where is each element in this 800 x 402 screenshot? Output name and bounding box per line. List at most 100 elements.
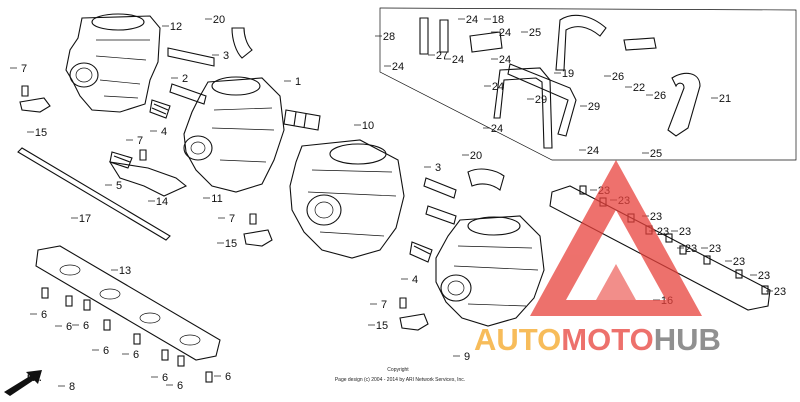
callout-c10: 10 bbox=[362, 120, 374, 132]
front-label: FR. bbox=[27, 373, 42, 383]
intake-plate-13 bbox=[35, 245, 221, 361]
callout-c7c: 7 bbox=[229, 213, 235, 225]
callout-c7b: 7 bbox=[137, 135, 143, 147]
callout-c24e: 24 bbox=[392, 61, 404, 73]
screw-7-c bbox=[249, 213, 257, 225]
carburetor-12 bbox=[65, 13, 161, 113]
callout-c24a: 24 bbox=[466, 14, 478, 26]
holder-15-a bbox=[19, 97, 51, 113]
callout-c3a: 3 bbox=[223, 50, 229, 62]
callout-c24b: 24 bbox=[499, 27, 511, 39]
callout-c25b: 25 bbox=[650, 148, 662, 160]
callout-c17: 17 bbox=[79, 213, 91, 225]
joint-22 bbox=[623, 37, 657, 51]
callout-c15a: 15 bbox=[35, 127, 47, 139]
callout-c2a: 2 bbox=[182, 73, 188, 85]
callout-c27: 27 bbox=[436, 50, 448, 62]
holder-15-c bbox=[399, 313, 429, 331]
hose-kit-outline bbox=[379, 7, 797, 161]
copyright-line-2: Page design (c) 2004 - 2014 by ARI Netwo… bbox=[335, 377, 465, 383]
callout-c23e: 23 bbox=[679, 226, 691, 238]
bolts-6 bbox=[41, 287, 213, 383]
callout-c13: 13 bbox=[119, 265, 131, 277]
screw-7-b bbox=[139, 149, 147, 161]
rod-17 bbox=[17, 147, 171, 241]
callout-c6h: 6 bbox=[225, 371, 231, 383]
pipe-2 bbox=[169, 83, 207, 105]
callout-c18: 18 bbox=[492, 14, 504, 26]
callout-c22: 22 bbox=[633, 82, 645, 94]
vent-tube-20-lower bbox=[467, 168, 505, 191]
callout-c21: 21 bbox=[719, 93, 731, 105]
callout-c6c: 6 bbox=[83, 320, 89, 332]
copyright-line-1: Copyright bbox=[387, 367, 409, 373]
carburetor-10 bbox=[289, 139, 405, 259]
holder-15-b bbox=[243, 229, 273, 247]
callout-c23j: 23 bbox=[774, 286, 786, 298]
callout-c8: 8 bbox=[69, 381, 75, 393]
callout-c26b: 26 bbox=[654, 90, 666, 102]
callout-c6e: 6 bbox=[133, 349, 139, 361]
watermark-triangle-icon bbox=[530, 160, 702, 316]
callout-c6g: 6 bbox=[177, 380, 183, 392]
hose-19 bbox=[555, 14, 607, 71]
callout-c24d: 24 bbox=[499, 54, 511, 66]
callout-c5: 5 bbox=[116, 180, 122, 192]
callout-c14: 14 bbox=[156, 196, 168, 208]
joint-1 bbox=[283, 109, 321, 131]
callout-c3b: 3 bbox=[435, 162, 441, 174]
callout-c6f: 6 bbox=[162, 372, 168, 384]
callout-c20a: 20 bbox=[213, 14, 225, 26]
carburetor-11 bbox=[183, 76, 285, 193]
screw-7-d bbox=[399, 297, 407, 309]
callout-c11: 11 bbox=[211, 193, 222, 205]
callout-c20b: 20 bbox=[470, 150, 482, 162]
bracket-14 bbox=[108, 161, 188, 197]
watermark-text: AUTOMOTOHUB bbox=[474, 322, 721, 357]
callout-c6a: 6 bbox=[41, 309, 47, 321]
hose-21 bbox=[667, 72, 701, 137]
watermark-logo: AUTOMOTOHUB bbox=[474, 160, 721, 357]
callout-c29a: 29 bbox=[535, 94, 547, 106]
callout-c4b: 4 bbox=[412, 274, 418, 286]
spring-5 bbox=[109, 151, 133, 169]
carburetor-9 bbox=[435, 215, 545, 327]
pipe-3-upper bbox=[167, 47, 215, 67]
callout-c1: 1 bbox=[295, 76, 301, 88]
callout-c23d: 23 bbox=[657, 226, 669, 238]
callout-c24f: 24 bbox=[492, 81, 504, 93]
pipe-3-lower bbox=[423, 177, 457, 225]
callout-c9: 9 bbox=[464, 351, 470, 363]
callout-c29b: 29 bbox=[588, 101, 600, 113]
callout-c15b: 15 bbox=[225, 238, 237, 250]
air-plate-16 bbox=[549, 185, 771, 311]
callout-c15c: 15 bbox=[376, 320, 388, 332]
vent-tube-20-upper bbox=[231, 27, 253, 59]
callout-c23c: 23 bbox=[650, 211, 662, 223]
callout-c23h: 23 bbox=[733, 256, 745, 268]
callout-c4a: 4 bbox=[161, 126, 167, 138]
hose-28 bbox=[419, 17, 449, 55]
callout-c6d: 6 bbox=[103, 345, 109, 357]
callout-c6b: 6 bbox=[66, 321, 72, 333]
screw-7-a bbox=[21, 85, 29, 97]
callout-c7a: 7 bbox=[21, 63, 27, 75]
callout-c25: 25 bbox=[529, 27, 541, 39]
front-arrow-icon bbox=[4, 370, 42, 396]
callout-c23g: 23 bbox=[709, 243, 721, 255]
callout-c24h: 24 bbox=[587, 145, 599, 157]
spring-4-upper bbox=[149, 99, 171, 119]
spring-4-lower bbox=[409, 241, 433, 263]
callout-c24c: 24 bbox=[452, 54, 464, 66]
hose-29-b bbox=[507, 63, 577, 137]
callout-c12a: 12 bbox=[170, 21, 182, 33]
joint-18 bbox=[469, 31, 503, 53]
callout-c26a: 26 bbox=[612, 71, 624, 83]
hose-29-a bbox=[493, 67, 553, 149]
callout-c19: 19 bbox=[562, 68, 574, 80]
callout-c7d: 7 bbox=[381, 299, 387, 311]
callout-c24g: 24 bbox=[491, 123, 503, 135]
callout-c23i: 23 bbox=[758, 270, 770, 282]
